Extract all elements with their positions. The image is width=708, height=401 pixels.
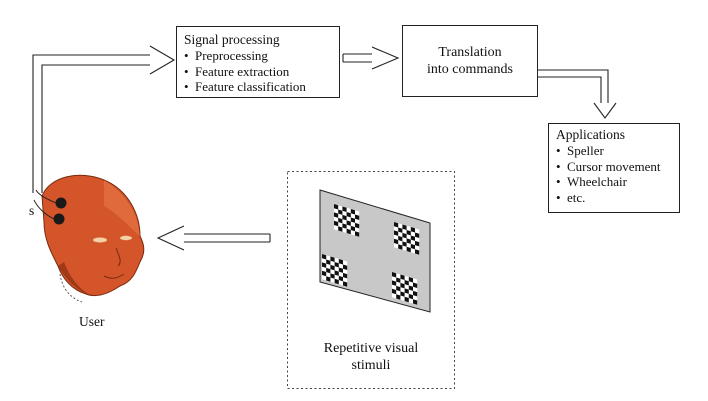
translation-box: Translation into commands xyxy=(402,25,538,97)
list-item: Speller xyxy=(556,143,679,159)
list-item: etc. xyxy=(556,190,679,206)
stimuli-line2: stimuli xyxy=(351,358,391,373)
translation-line1: Translation xyxy=(438,45,502,60)
checkerboard-icon xyxy=(392,272,418,305)
signal-processing-list: Preprocessing Feature extraction Feature… xyxy=(184,48,339,95)
list-item: Feature extraction xyxy=(184,64,339,80)
list-item: Cursor movement xyxy=(556,159,679,175)
stimuli-to-user-arrow xyxy=(156,225,271,251)
user-to-processing-arrow xyxy=(32,45,176,193)
list-item: Wheelchair xyxy=(556,174,679,190)
list-item: Preprocessing xyxy=(184,48,339,64)
list-item: Feature classification xyxy=(184,79,339,95)
applications-box: Applications Speller Cursor movement Whe… xyxy=(548,123,680,213)
checkerboard-icon xyxy=(334,204,360,237)
applications-title: Applications xyxy=(556,127,625,142)
applications-list: Speller Cursor movement Wheelchair etc. xyxy=(556,143,679,205)
checkerboard-group xyxy=(322,204,420,305)
electrode-wire xyxy=(35,189,57,204)
signal-processing-box: Signal processing Preprocessing Feature … xyxy=(176,26,340,98)
checkerboard-icon xyxy=(394,222,420,255)
processing-to-translation-arrow xyxy=(342,46,400,70)
head-illustration xyxy=(41,174,145,303)
electrode-icon xyxy=(53,213,65,225)
translation-line2: into commands xyxy=(427,62,513,77)
stimuli-caption: Repetitive visual stimuli xyxy=(288,340,454,374)
stimuli-line1: Repetitive visual xyxy=(323,341,419,356)
stimuli-container xyxy=(287,171,455,389)
signal-processing-title: Signal processing xyxy=(184,32,280,47)
checkerboard-icon xyxy=(322,254,348,287)
electrode-icon xyxy=(55,197,67,209)
electrode-label: s xyxy=(29,203,35,218)
user-label: User xyxy=(79,314,105,329)
translation-to-applications-arrow xyxy=(538,69,617,119)
electrode-wire xyxy=(33,199,55,220)
